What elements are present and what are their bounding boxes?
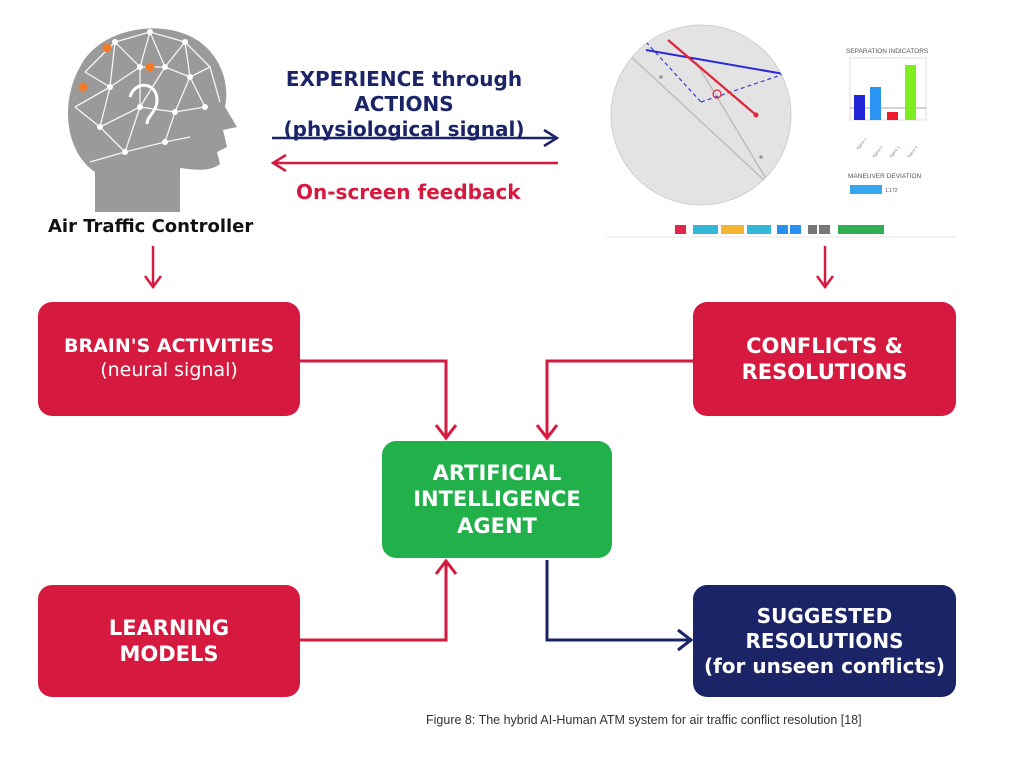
suggested-line1: SUGGESTED [756, 603, 893, 628]
suggested-line3: (for unseen conflicts) [703, 653, 946, 678]
controller-down-arrow [143, 246, 163, 290]
separation-title: SEPARATION INDICATORS [846, 48, 929, 55]
feedback-label: On-screen feedback [296, 180, 521, 204]
brain-line1: BRAIN'S ACTIVITIES [63, 335, 275, 358]
experience-arrow [272, 128, 560, 148]
learning-line1: LEARNING [108, 615, 230, 640]
suggested-line2: RESOLUTIONS [745, 628, 904, 653]
ear-shape [128, 83, 159, 125]
conflicts-line1: CONFLICTS & [746, 333, 903, 358]
radar-circle [610, 24, 792, 206]
svg-text:Agent 1: Agent 1 [855, 136, 868, 150]
maneuver-value: 1.172 [885, 188, 898, 194]
conflicts-to-agent-arrow [535, 359, 693, 441]
agent-line3: AGENT [457, 513, 537, 538]
ai-agent-box: ARTIFICIAL INTELLIGENCE AGENT [382, 441, 612, 558]
experience-line1: EXPERIENCE through ACTIONS [285, 67, 523, 116]
brain-activities-box: BRAIN'S ACTIVITIES (neural signal) [38, 302, 300, 416]
screen-toolbar [675, 225, 884, 234]
brain-nodes [78, 43, 155, 92]
conflicts-resolutions-box: CONFLICTS & RESOLUTIONS [693, 302, 956, 416]
flight-path-blue [645, 49, 785, 75]
maneuver-title: MANEUVER DEVIATION [848, 173, 922, 180]
controller-label: Air Traffic Controller [48, 216, 254, 237]
svg-text:Agent 3: Agent 3 [888, 144, 901, 158]
feedback-arrow [270, 153, 558, 173]
learning-models-box: LEARNING MODELS [38, 585, 300, 697]
sep-bar-4 [905, 65, 916, 120]
learning-to-agent-arrow [300, 558, 458, 642]
conflicts-line2: RESOLUTIONS [741, 360, 908, 384]
brain-line2: (neural signal) [100, 359, 238, 381]
flight-path-red [667, 39, 757, 116]
suggested-resolutions-box: SUGGESTED RESOLUTIONS (for unseen confli… [693, 585, 956, 697]
sep-bar-2 [870, 87, 881, 120]
agent-to-suggested-arrow [545, 560, 694, 652]
figure-caption: Figure 8: The hybrid AI-Human ATM system… [426, 713, 862, 727]
learning-line2: MODELS [119, 642, 219, 666]
sep-bar-3 [887, 112, 898, 120]
atc-screen-mockup: SEPARATION INDICATORS Agent 1 Agent 2 Ag… [606, 24, 956, 238]
brain-to-agent-arrow [300, 359, 458, 441]
svg-text:Agent 2: Agent 2 [871, 144, 884, 158]
controller-head-illustration [68, 28, 237, 212]
agent-line2: INTELLIGENCE [413, 487, 581, 512]
sep-bar-1 [854, 95, 865, 120]
maneuver-bar [850, 185, 882, 194]
agent-line1: ARTIFICIAL [432, 461, 562, 486]
screen-down-arrow [815, 246, 835, 290]
svg-text:Agent 4: Agent 4 [906, 144, 919, 158]
